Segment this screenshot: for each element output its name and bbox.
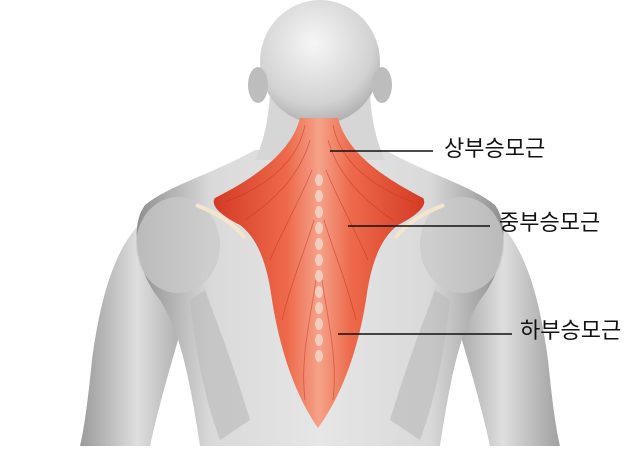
left-deltoid <box>136 197 220 293</box>
right-latissimus <box>390 290 450 440</box>
left-ear <box>248 67 268 103</box>
left-acromion <box>195 203 247 240</box>
lower-trapezius-label: 하부승모근 <box>520 319 622 344</box>
head <box>260 0 380 124</box>
right-deltoid <box>420 197 504 293</box>
right-ear <box>372 67 392 103</box>
upper-trapezius-label: 상부승모근 <box>444 137 546 162</box>
left-latissimus <box>190 290 250 440</box>
spine <box>315 174 323 362</box>
right-acromion <box>393 203 445 240</box>
middle-trapezius-label: 중부승모근 <box>499 211 601 236</box>
